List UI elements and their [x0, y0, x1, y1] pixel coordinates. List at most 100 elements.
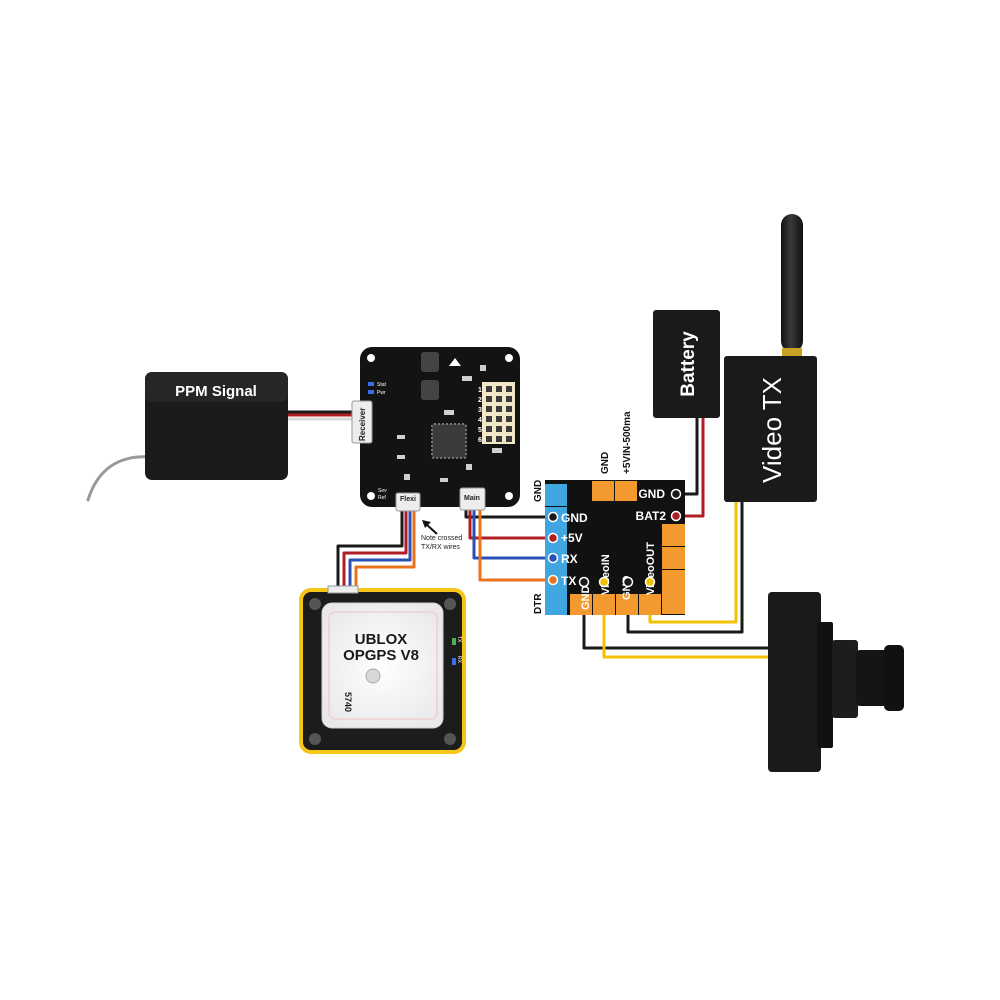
gps-mount-hole: [444, 598, 456, 610]
receiver-lid: [145, 372, 288, 402]
osd-dot-rx: [547, 552, 559, 564]
camera: [768, 592, 904, 772]
fc-regulator: [421, 380, 439, 400]
note-arrowhead: [422, 520, 431, 528]
main-wire-red: [468, 508, 555, 540]
camera-lens: [856, 650, 888, 706]
battery-body: [653, 310, 720, 418]
osd-bottom-videoin-label: VideoIN: [600, 554, 612, 595]
receiver-antenna-wire: [86, 455, 152, 502]
crossed-wires-note: Note crossed TX/RX wires: [421, 520, 462, 551]
servo-number: 2: [478, 397, 482, 404]
servo-number: 5: [478, 427, 482, 434]
gps-side-label-rx: RX: [456, 656, 462, 664]
gps-wire-red: [342, 510, 408, 592]
fc-flexi-port: [395, 492, 421, 512]
osd-dot-tx: [547, 574, 559, 586]
osd-pad: [592, 481, 614, 501]
fc-led-pwr: [368, 390, 374, 394]
gps-mount-hole: [309, 733, 321, 745]
fc-main-port: [459, 487, 486, 511]
fc-component: [466, 464, 472, 470]
osd-pad: [639, 594, 661, 615]
main-wire-blue: [472, 508, 555, 560]
vtx-label: Video TX: [757, 377, 787, 483]
gps-antenna-inner: [328, 611, 438, 720]
osd-pad: [662, 524, 685, 546]
servo-number: 1: [478, 387, 482, 394]
fc-side-label: Sev: [378, 488, 387, 494]
osd-dot-videoin: [598, 576, 610, 588]
servo-number: 6: [478, 437, 482, 444]
servo-pin: [496, 436, 502, 442]
osd-bottom-gnd1-label: GND: [580, 586, 592, 611]
osd-label-top-power: +5VIN-500ma: [622, 411, 633, 474]
servo-pin: [496, 416, 502, 422]
fc-mcu-chip: [431, 423, 467, 459]
servo-pin: [486, 416, 492, 422]
osd-right-gnd-label: GND: [638, 487, 665, 501]
osd-pcb: [545, 480, 685, 615]
osd-dot-videoout: [644, 576, 656, 588]
receiver-label: PPM Signal: [175, 383, 257, 400]
servo-pin: [496, 386, 502, 392]
gps-module: UBLOX OPGPS V8 5740 TX RX: [299, 585, 466, 754]
fc-component: [492, 448, 502, 453]
osd-pad: [593, 594, 615, 615]
osd-right-bat2-label: BAT2: [636, 509, 667, 523]
servo-pin: [506, 426, 512, 432]
gps-connector: [327, 585, 359, 594]
gps-side-label-tx: TX: [456, 636, 462, 643]
gps-antenna-patch: [321, 602, 444, 729]
osd-label-left-dtr: DTR: [533, 593, 544, 614]
camera-mount: [817, 622, 833, 748]
osd-pad: [662, 570, 685, 592]
osd-pad: [662, 592, 685, 614]
camera-lens-ring: [884, 645, 904, 711]
note-line-2: TX/RX wires: [421, 544, 460, 551]
battery: Battery: [653, 310, 720, 418]
servo-pin: [486, 436, 492, 442]
servo-number: 4: [478, 417, 482, 424]
osd-board: GND +5VIN-500ma GND DTR GND +5V RX TX GN…: [533, 411, 685, 615]
fc-led-stat: [368, 382, 374, 386]
gps-title-2: OPGPS V8: [343, 647, 419, 664]
fc-component: [444, 410, 454, 415]
servo-pin: [506, 406, 512, 412]
fc-component: [397, 455, 405, 459]
fc-regulator: [421, 352, 439, 372]
osd-label-left-gnd: GND: [533, 480, 544, 502]
servo-pin: [506, 386, 512, 392]
vtx-antenna-connector: [782, 348, 802, 358]
osd-pad: [545, 595, 567, 615]
servo-pin: [486, 406, 492, 412]
osd-label-top-gnd: GND: [600, 452, 611, 474]
servo-pin: [486, 426, 492, 432]
fc-side-label: Ref: [378, 495, 386, 501]
main-wire-orange: [478, 508, 555, 582]
gps-wire-black: [336, 510, 404, 592]
osd-dot-bottom-gnd1: [578, 576, 590, 588]
servo-pin: [496, 406, 502, 412]
fc-component: [440, 478, 448, 482]
main-wire-black: [464, 508, 555, 519]
fc-mount-hole: [505, 492, 513, 500]
fc-servo-numbers: 1 2 3 4 5 6: [478, 387, 482, 444]
gps-feed-point: [365, 668, 381, 684]
servo-number: 3: [478, 407, 482, 414]
fc-component: [480, 365, 486, 371]
servo-pin: [506, 436, 512, 442]
fc-mount-hole: [367, 354, 375, 362]
note-arrow: [425, 523, 438, 535]
osd-dot-5v: [547, 532, 559, 544]
gps-title-1: UBLOX: [355, 631, 408, 648]
fc-flexi-port-label: Flexi: [400, 496, 416, 503]
fc-arrow-marker: [449, 358, 461, 366]
osd-pad: [615, 481, 637, 501]
gps-wire-orange: [354, 510, 416, 592]
osd-pin-rx-label: RX: [561, 552, 578, 566]
servo-pin: [486, 396, 492, 402]
note-line-1: Note crossed: [421, 535, 462, 542]
